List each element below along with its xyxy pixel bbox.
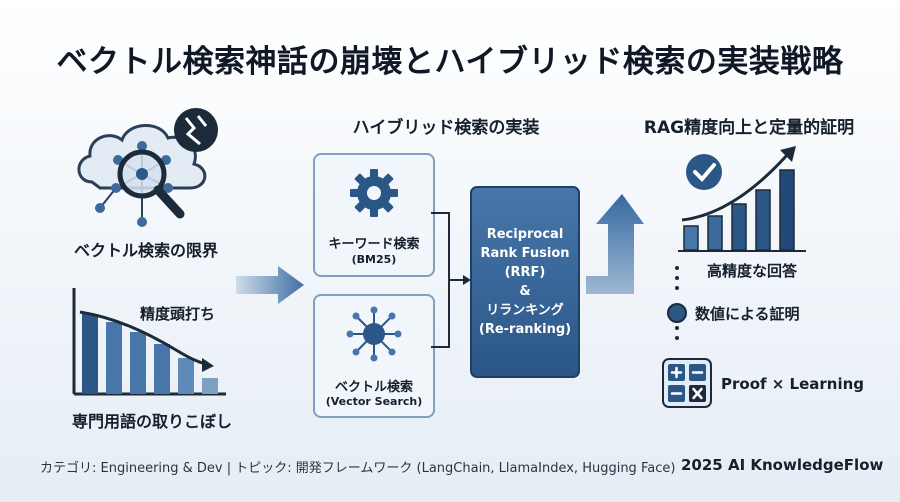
connector-lines [431, 212, 471, 348]
rrf-line: (Re-ranking) [478, 322, 572, 337]
vector-search-sub-label: (Vector Search) [325, 395, 423, 408]
broken-link-icon [174, 108, 218, 152]
rag-section-title: RAG精度向上と定量的証明 [643, 118, 855, 138]
vector-search-limit-icon [77, 108, 218, 227]
arrow-right-icon [463, 275, 471, 285]
rrf-line: Rank Fusion [480, 246, 570, 261]
vector-search-box: ベクトル検索 (Vector Search) [313, 294, 435, 418]
gear-icon [350, 169, 398, 217]
keyword-search-label: キーワード検索 [328, 237, 420, 252]
footer-brand: 2025 AI KnowledgeFlow [681, 456, 884, 474]
dotted-connector [675, 266, 679, 340]
up-arrow-icon [586, 194, 644, 294]
calculator-icon [662, 358, 712, 408]
rrf-reranking-box: Reciprocal Rank Fusion (RRF) & リランキング (R… [470, 186, 580, 378]
rrf-line: & [519, 284, 531, 299]
jargon-label: 専門用語の取りこぼし [72, 412, 233, 431]
accuracy-plateau-chart [72, 288, 226, 396]
arrow-down-icon [202, 358, 214, 372]
proof-learning-label: Proof × Learning [721, 375, 865, 393]
keyword-search-box: キーワード検索 (BM25) [313, 153, 435, 277]
high-accuracy-label: 高精度な回答 [707, 262, 798, 280]
network-icon [346, 306, 402, 362]
hybrid-section-title: ハイブリッド検索の実装 [352, 118, 540, 138]
check-circle-icon [686, 154, 722, 190]
flow-arrow-icon [236, 266, 304, 304]
footer-category: カテゴリ: Engineering & Dev | トピック: 開発フレームワー… [40, 461, 676, 476]
plateau-label: 精度頭打ち [140, 305, 216, 323]
rrf-line: (RRF) [504, 265, 546, 280]
page-title: ベクトル検索神話の崩壊とハイブリッド検索の実装戦略 [56, 44, 844, 80]
proof-dot-icon [667, 303, 687, 323]
numeric-proof-label: 数値による証明 [695, 305, 800, 323]
rrf-line: Reciprocal [486, 227, 564, 242]
rrf-line: リランキング [486, 303, 564, 318]
growth-chart-icon [678, 146, 806, 252]
bm25-label: (BM25) [351, 253, 397, 266]
vector-search-label: ベクトル検索 [334, 380, 413, 395]
limit-label: ベクトル検索の限界 [74, 241, 219, 260]
